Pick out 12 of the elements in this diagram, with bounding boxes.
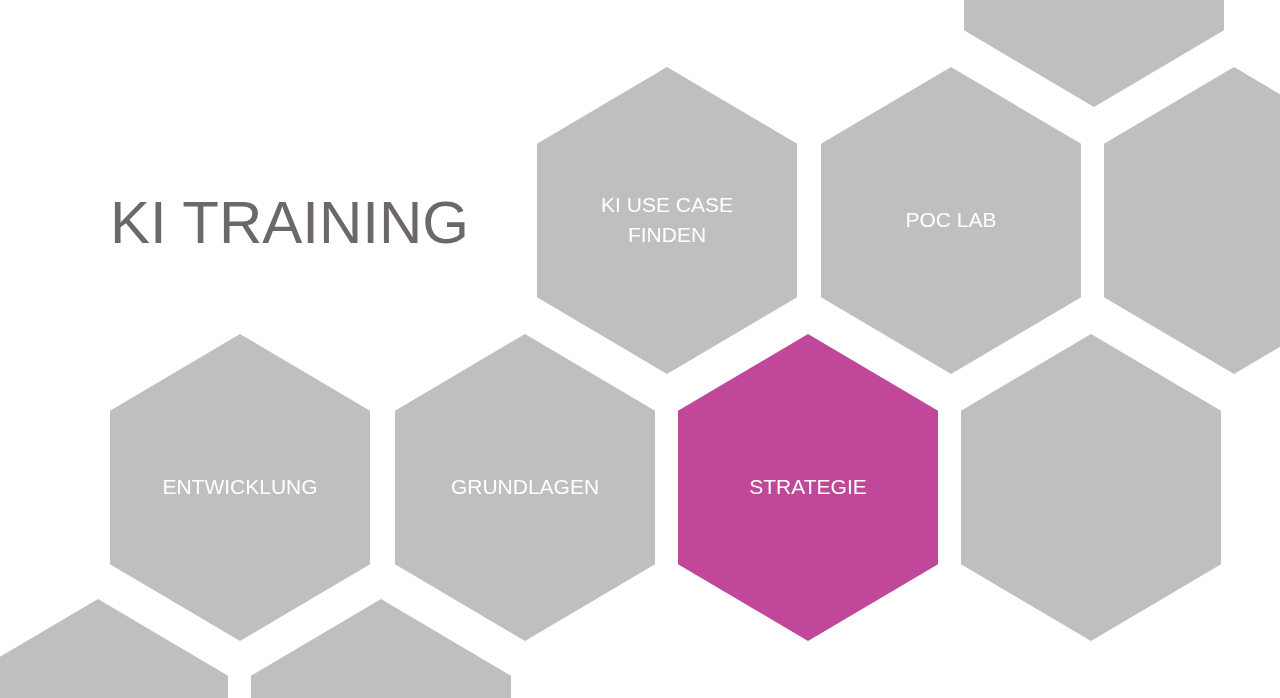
hexagon-tile — [821, 66, 1081, 374]
hexagon-tile — [678, 333, 938, 641]
title: KI TRAINING — [110, 188, 469, 257]
tile-label: GRUNDLAGEN — [449, 474, 601, 500]
hexagon-tile — [395, 333, 655, 641]
tile-label: POC LAB — [904, 207, 998, 233]
hexagon-tile — [961, 333, 1221, 641]
hexagon-tile — [537, 66, 797, 374]
tile-label: ENTWICKLUNG — [161, 474, 319, 500]
hexagon-tile — [110, 333, 370, 641]
tile-label: KI USE CASE FINDEN — [600, 192, 734, 248]
tile-label: STRATEGIE — [748, 474, 868, 500]
